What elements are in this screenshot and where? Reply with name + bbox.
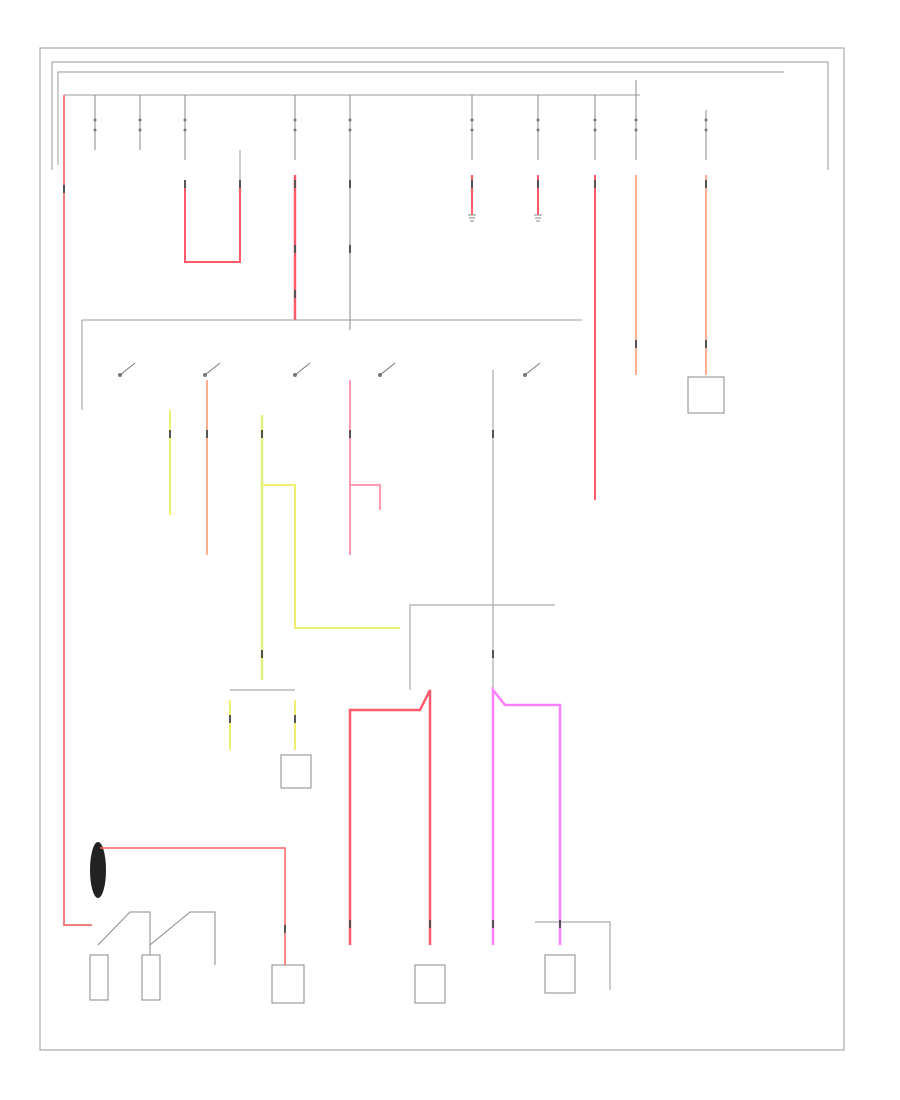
switch-out-pink-branch — [350, 484, 381, 510]
ignition-switch-contacts — [118, 362, 541, 377]
relay-bus — [409, 604, 555, 690]
fuse-symbols — [93, 118, 708, 132]
fuse-drops — [94, 80, 707, 330]
battery-feed-wire — [63, 95, 92, 926]
ground-symbols-top — [468, 214, 542, 222]
starter-wire-2 — [149, 911, 216, 965]
diagram-border — [39, 47, 845, 1051]
switch-out-yellow-branch — [262, 484, 400, 629]
component-boxes — [89, 376, 725, 1004]
magenta-relay-wire — [491, 686, 562, 945]
red-loop-wire — [184, 180, 241, 263]
starter-wire-1 — [97, 911, 151, 955]
connector-ticks — [63, 180, 707, 933]
battery-terminal — [90, 842, 106, 898]
fuse-box-bus — [51, 61, 829, 170]
right-bottom-bracket — [535, 921, 611, 990]
alternator-wire — [100, 847, 286, 965]
red-relay-wire — [348, 689, 432, 945]
